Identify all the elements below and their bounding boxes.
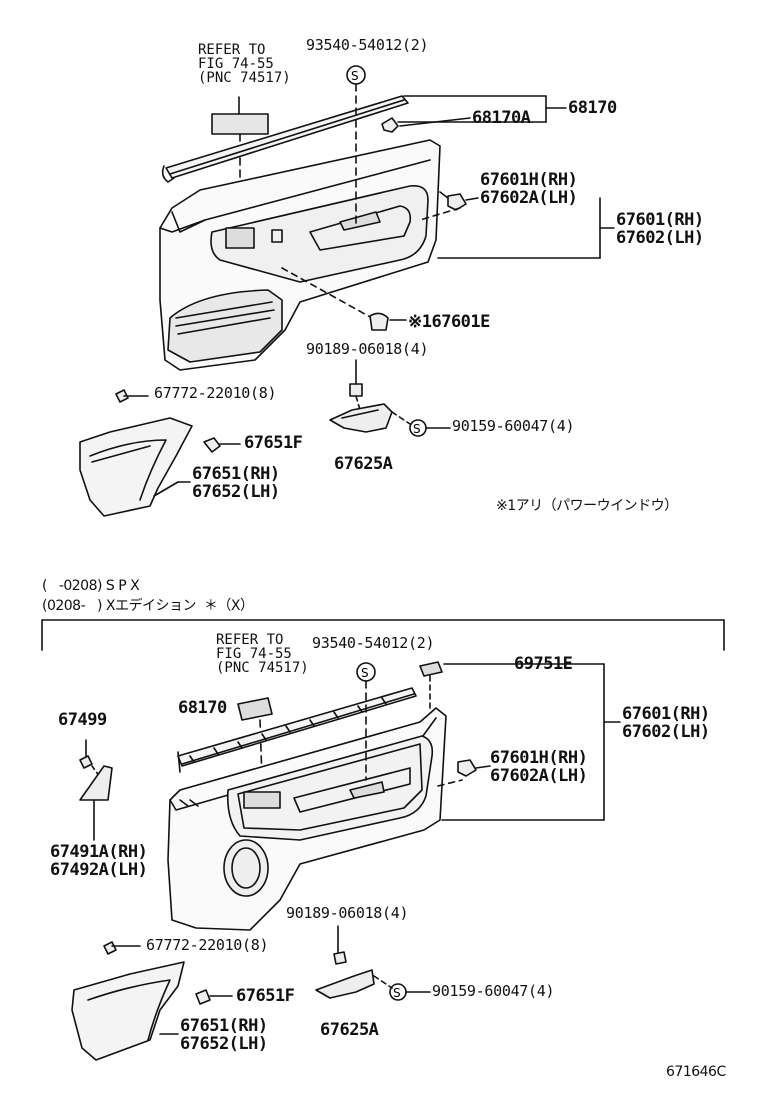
screw-93540-upper (346, 65, 366, 226)
s-symbol-upper-top: S (351, 69, 359, 83)
part-67625a-upper[interactable]: 67625A (334, 454, 393, 474)
part-67652-upper[interactable]: 67652(LH) (192, 482, 280, 502)
part-90159-60047-lower[interactable]: 90159-60047(4) (432, 982, 555, 1000)
clip-69751e-lower (419, 661, 443, 713)
part-68170-upper[interactable]: 68170 (568, 98, 617, 118)
part-67499-lower[interactable]: 67499 (58, 710, 107, 730)
part-67601-lower[interactable]: 67601(RH) (622, 704, 710, 724)
part-68170-lower[interactable]: 68170 (178, 698, 227, 718)
part-67651-upper[interactable]: 67651(RH) (192, 464, 280, 484)
part-67601-upper[interactable]: 67601(RH) (616, 210, 704, 230)
section-frame (41, 619, 725, 651)
part-69751e-lower[interactable]: 69751E (514, 654, 573, 674)
section-header-line-2: (0208- ) Xエデイション ＊（X） (42, 598, 254, 614)
s-symbol-lower-top: S (361, 666, 369, 680)
part-67651-lower[interactable]: 67651(RH) (180, 1016, 268, 1036)
screw-67772-upper (115, 389, 149, 403)
clip-67601e-upper (369, 312, 389, 331)
inside-handle-bezel-67625a-upper (329, 403, 411, 433)
part-67602a-lower[interactable]: 67602A(LH) (490, 766, 588, 786)
refer-text-lower-2: FIG 74-55 (216, 646, 292, 662)
part-67602-lower[interactable]: 67602(LH) (622, 722, 710, 742)
part-93540-54012-lower[interactable]: 93540-54012(2) (312, 634, 435, 652)
part-67652-lower[interactable]: 67652(LH) (180, 1034, 268, 1054)
part-67772-22010-upper[interactable]: 67772-22010(8) (154, 384, 277, 402)
s-symbol-upper-bottom: S (413, 422, 421, 436)
lower-trim-panel-67651-lower (71, 961, 185, 1061)
part-67602-upper[interactable]: 67602(LH) (616, 228, 704, 248)
part-90189-06018-lower[interactable]: 90189-06018(4) (286, 904, 409, 922)
refer-text-lower-1: REFER TO (216, 632, 284, 648)
part-93540-54012-upper[interactable]: 93540-54012(2) (306, 36, 429, 54)
clip-67601h-upper (419, 191, 467, 221)
part-67492a-lower[interactable]: 67492A(LH) (50, 860, 148, 880)
clip-67651f-upper (203, 437, 241, 453)
figure-code: 671646C (666, 1064, 726, 1080)
inside-handle-bezel-67625a-lower (315, 969, 393, 999)
door-trim-panel-upper (159, 139, 441, 371)
footnote-power-window: ※1アリ（パワーウインドウ） (496, 498, 678, 514)
refer-text-lower-3: (PNC 74517) (216, 660, 309, 676)
lower-trim-panel-67651-upper (79, 417, 193, 517)
part-68170a-upper[interactable]: 68170A (472, 108, 531, 128)
screw-93540-lower (356, 662, 376, 781)
leader-lines-upper (153, 95, 615, 497)
part-90189-06018-upper[interactable]: 90189-06018(4) (306, 340, 429, 358)
part-67651f-upper[interactable]: 67651F (244, 433, 303, 453)
refer-text-upper-3: (PNC 74517) (198, 70, 291, 86)
clip-67651f-lower (195, 989, 233, 1005)
part-67625a-lower[interactable]: 67625A (320, 1020, 379, 1040)
belt-moulding-lower (177, 687, 417, 773)
belt-moulding-upper (161, 95, 409, 183)
screw-67772-lower (103, 941, 141, 955)
clip-90189-upper (349, 359, 363, 411)
part-67491a-lower[interactable]: 67491A(RH) (50, 842, 148, 862)
door-trim-panel-lower (167, 707, 463, 931)
part-67601h-lower[interactable]: 67601H(RH) (490, 748, 588, 768)
section-header-line-1: ( -0208) S P X (42, 578, 140, 594)
corner-cover-67491a-lower (79, 765, 113, 841)
clip-67601h-lower (457, 759, 477, 777)
clip-68170a-upper (381, 117, 399, 133)
leader-lines-lower (159, 663, 621, 1035)
part-67772-22010-lower[interactable]: 67772-22010(8) (146, 936, 269, 954)
part-90159-60047-upper[interactable]: 90159-60047(4) (452, 417, 575, 435)
clip-90189-lower (333, 925, 347, 965)
refer-text-upper-1: REFER TO (198, 42, 266, 58)
part-67602a-upper[interactable]: 67602A(LH) (480, 188, 578, 208)
part-67601e-upper[interactable]: ※167601E (408, 312, 490, 332)
part-67651f-lower[interactable]: 67651F (236, 986, 295, 1006)
part-67601h-upper[interactable]: 67601H(RH) (480, 170, 578, 190)
s-symbol-lower-bottom: S (393, 986, 401, 1000)
bracket-67499-lower (79, 739, 103, 781)
refer-text-upper-2: FIG 74-55 (198, 56, 274, 72)
